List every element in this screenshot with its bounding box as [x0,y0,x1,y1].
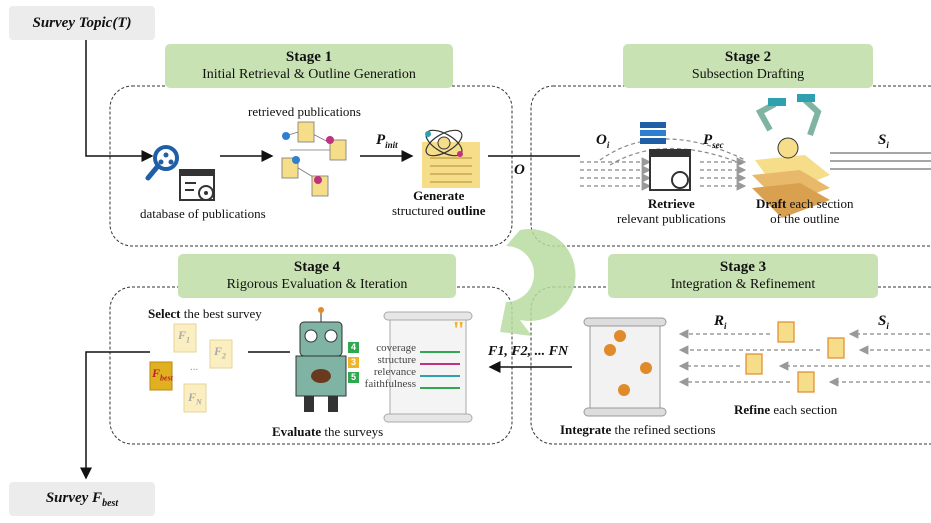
survey-docs-icon [173,323,233,413]
draft-robot-icon [752,94,830,218]
f1-label: F1 [178,328,191,345]
retrieved-publications-label: retrieved publications [248,104,361,119]
retrieve-icon [640,122,691,191]
outline-icon [422,129,480,188]
refine-pen-icons [745,321,845,393]
score-badge: 5 [348,372,359,383]
refine-label: Refine each section [734,402,838,417]
database-icon [145,145,215,201]
evaluator-robot-icon [295,307,347,412]
criterion-label: coverage [376,342,416,354]
criterion-row: structure [346,354,416,366]
o-label: O [514,162,525,178]
stage4-header: Stage 4 Rigorous Evaluation & Iteration [178,254,456,298]
survey-topic-pill: Survey Topic(T) [9,6,155,40]
survey-output-label: Survey Fbest [45,489,119,509]
loop-arrow [500,229,576,336]
stage3-title: Integration & Refinement [670,277,816,292]
criterion-row: coverage [346,342,416,354]
stage1-num: Stage 1 [285,49,333,65]
best-survey-doc [149,361,173,391]
database-label: database of publications [140,206,266,221]
stage1-header: Stage 1 Initial Retrieval & Outline Gene… [165,44,453,88]
s-i-label-stage3: Si [878,313,889,331]
criterion-label: relevance [373,366,416,378]
stage2-num: Stage 2 [724,49,772,65]
stage1-title: Initial Retrieval & Outline Generation [202,67,416,82]
retrieved-docs-icon [281,121,347,197]
s-i-label-stage2: Si [878,132,889,150]
criterion-row: relevance [346,366,416,378]
survey-topic-label: Survey Topic(T) [32,14,132,31]
fbest-label: Fbest [152,366,173,383]
stage1-box [109,85,513,247]
stage3-num: Stage 3 [719,259,767,275]
select-label: Select the best survey [148,306,262,321]
o-i-label: Oi [596,132,610,150]
survey-output-pill: Survey Fbest [9,482,155,516]
f2-label: F2 [214,344,227,361]
criterion-label: structure [377,354,416,366]
stage2-title: Subsection Drafting [691,67,805,82]
evaluation-scroll-icon: " [383,311,473,423]
stage4-num: Stage 4 [293,259,341,275]
docs-ellipsis: ... [190,361,199,373]
criterion-label: faithfulness [364,378,416,390]
f-list-label: F1, F2, ... FN [488,344,569,359]
fn-label: FN [188,390,202,407]
stage4-title: Rigorous Evaluation & Iteration [226,277,408,292]
score-badge: 4 [348,342,359,353]
criteria-list: coverage structure relevance faithfulnes… [346,342,416,390]
stage2-box [530,85,931,247]
integrate-label: Integrate the refined sections [560,422,716,437]
svg-text:": " [452,318,465,344]
p-init-label: Pinit [376,132,398,150]
score-badge: 3 [348,357,359,368]
criterion-row: faithfulness [346,378,416,390]
p-sec-label: Psec [703,132,724,150]
integrated-doc-icon [583,317,667,417]
r-i-label: Ri [714,313,727,331]
evaluate-label: Evaluate the surveys [272,424,384,439]
stage2-header: Stage 2 Subsection Drafting [623,44,873,88]
stage3-header: Stage 3 Integration & Refinement [608,254,878,298]
